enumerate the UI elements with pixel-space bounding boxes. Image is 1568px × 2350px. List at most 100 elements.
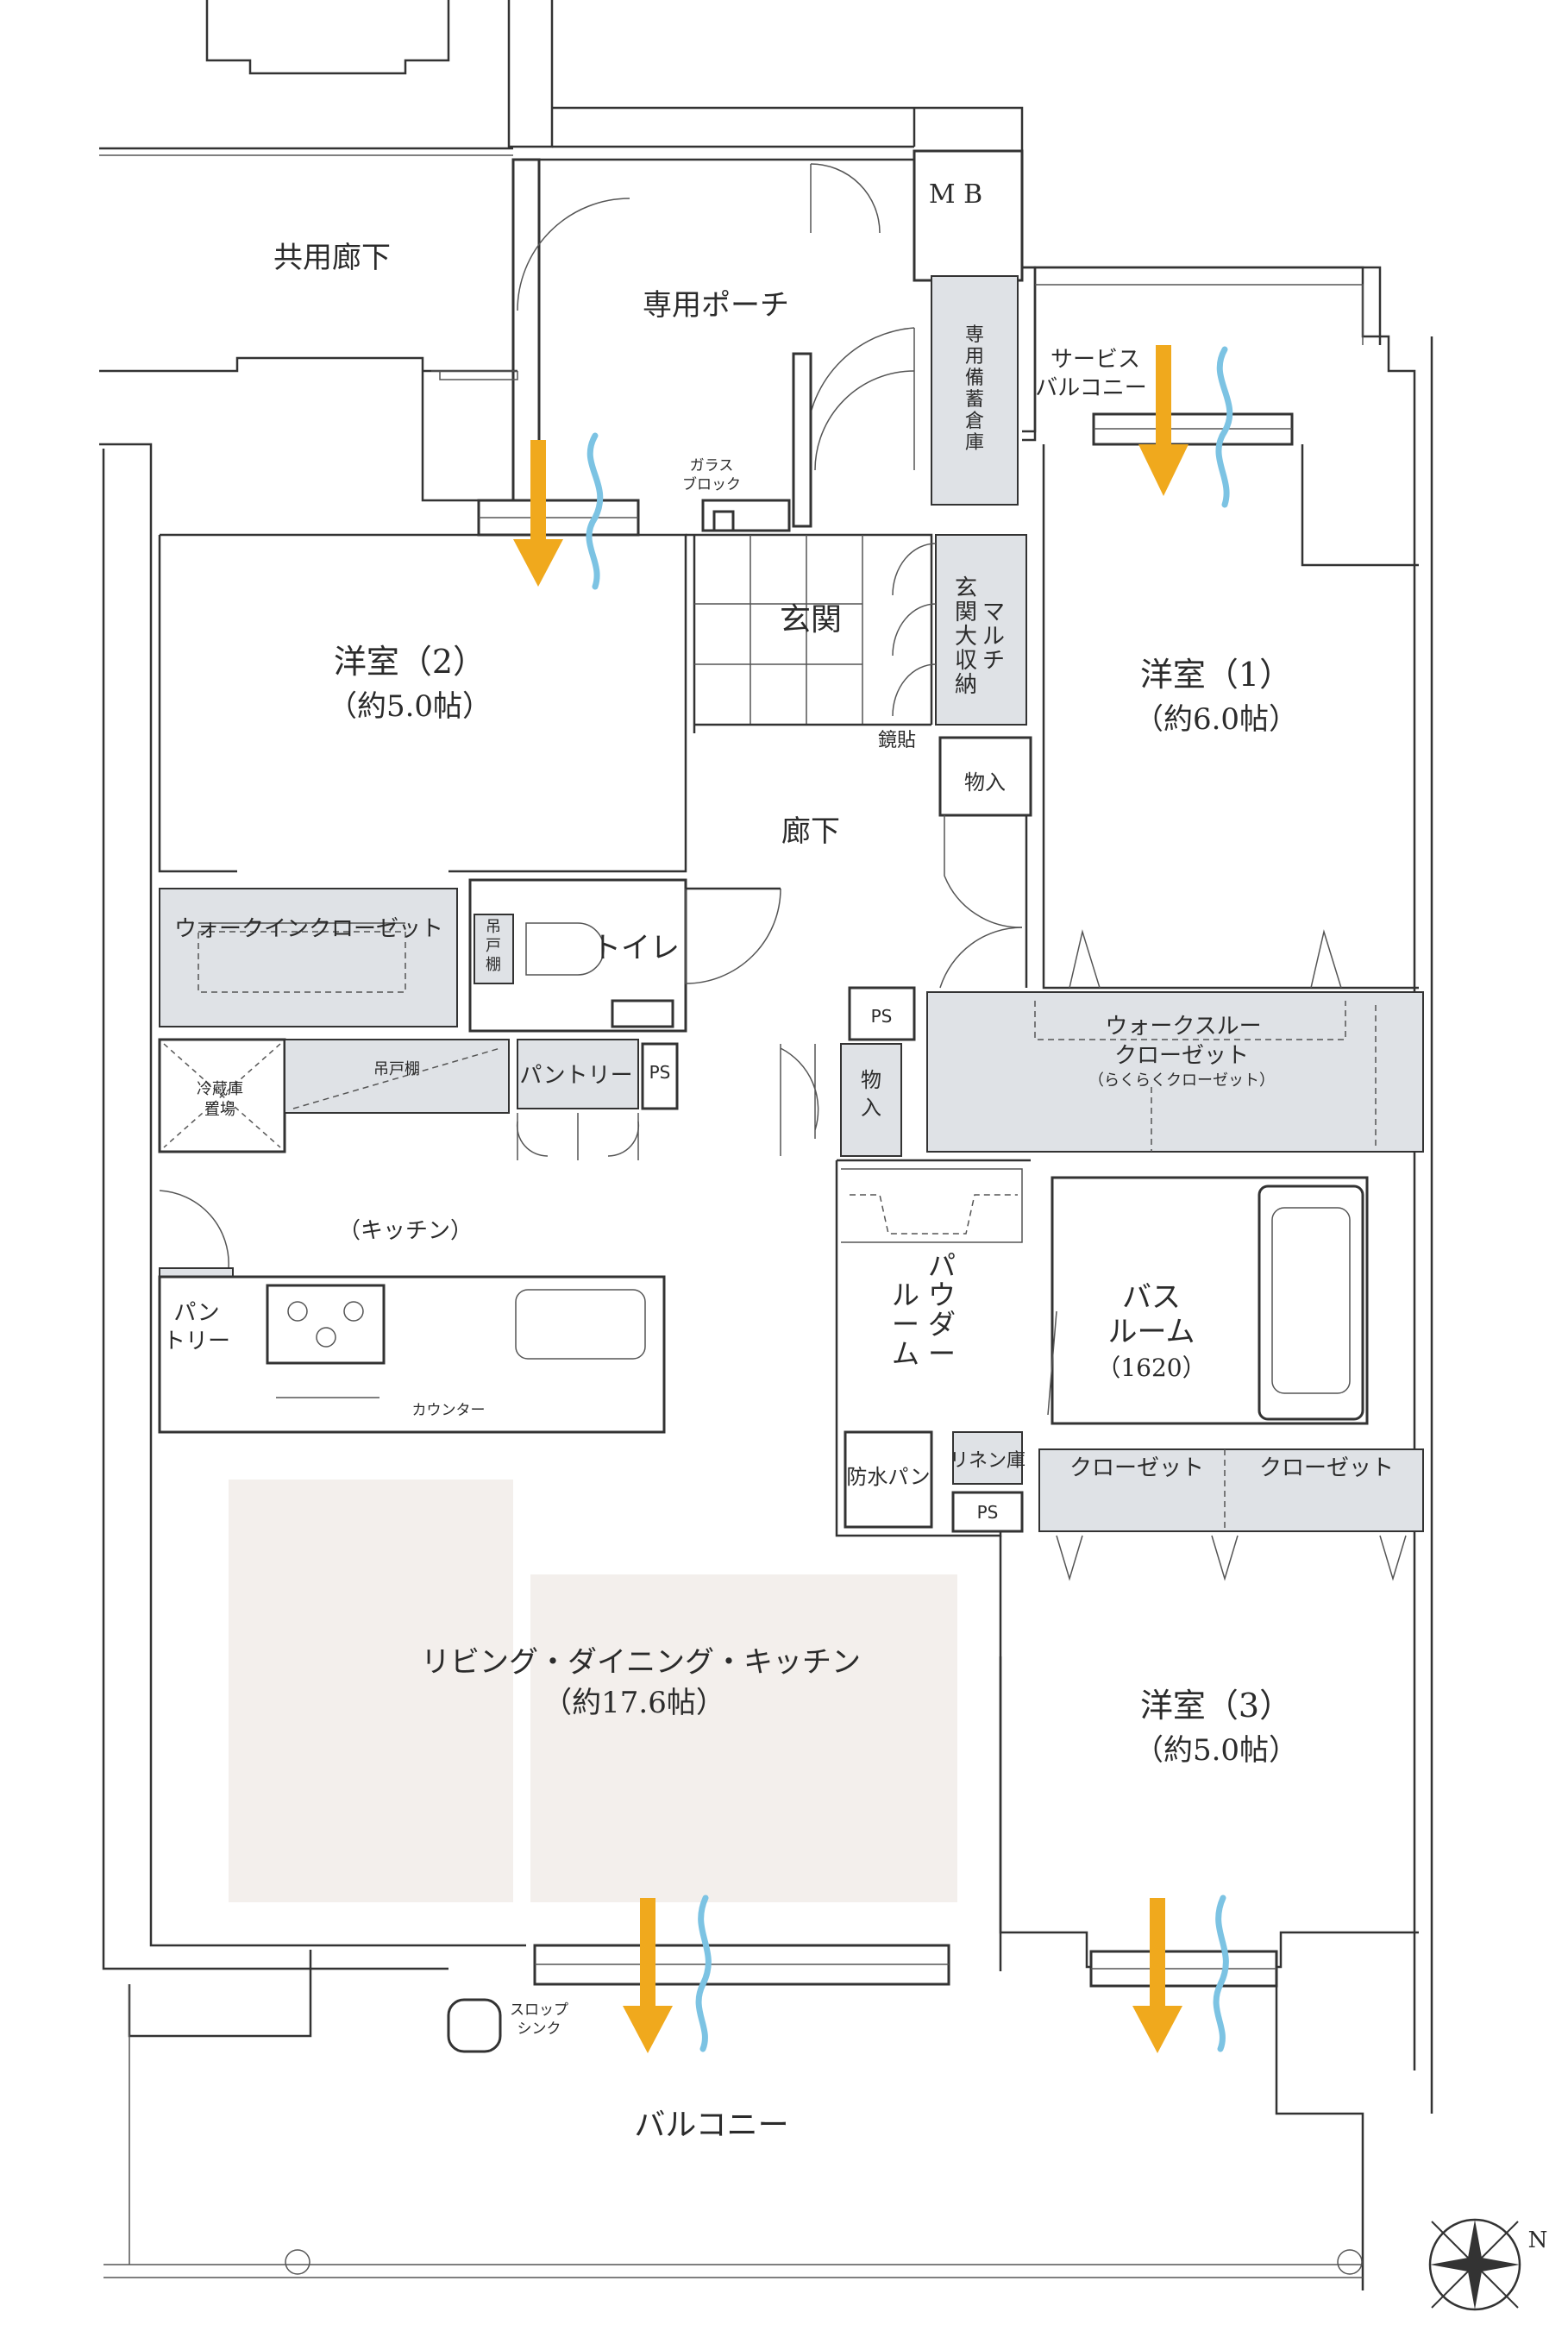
label-balcony: バルコニー xyxy=(634,2108,788,2143)
label-private-storage-c6: 庫 xyxy=(965,432,984,454)
western-room-1 xyxy=(1042,444,1419,990)
ventilation-arrows xyxy=(513,345,1233,2053)
label-kitchen: （キッチン） xyxy=(338,1218,473,1244)
label-multi-storage-c3: 大 xyxy=(955,624,977,650)
glass-block xyxy=(701,499,791,532)
entrance xyxy=(686,533,1027,733)
label-waterproof-pan: 防水パン xyxy=(846,1465,930,1489)
label-private-storage-c3: 備 xyxy=(965,368,984,389)
label-western1-name: 洋室（1） xyxy=(1140,656,1292,694)
wind-arrow-room2 xyxy=(513,432,604,590)
label-hanging-shelf-toilet-c2: 戸 xyxy=(486,937,501,955)
label-storage-mid-2: 入 xyxy=(861,1096,881,1120)
label-pantry-left-2: トリー xyxy=(163,1329,230,1354)
balcony xyxy=(103,1950,1364,2290)
label-hanging-shelf-toilet: 吊 戸 棚 xyxy=(486,918,501,974)
label-counter: カウンター xyxy=(412,1402,486,1419)
label-toilet: トイレ xyxy=(592,931,680,965)
label-private-storage-c5: 倉 xyxy=(965,411,984,432)
wind-arrow-room1 xyxy=(1138,345,1233,508)
label-ldk-name: リビング・ダイニング・キッチン xyxy=(421,1645,861,1680)
toilet xyxy=(468,878,781,1033)
label-western3-size: （約5.0帖） xyxy=(1134,1733,1298,1768)
label-western2-name: 洋室（2） xyxy=(334,643,486,681)
label-closet-right: クローゼット xyxy=(1259,1455,1394,1481)
closets-lower xyxy=(1038,1448,1424,1581)
label-pantry-left-1: パン xyxy=(173,1300,219,1326)
room-labels: 共用廊下 専用ポーチ M B 専 用 備 蓄 倉 庫 サービス バルコニー ガラ… xyxy=(163,179,1547,2253)
label-private-storage: 専 用 備 蓄 倉 庫 xyxy=(965,324,984,454)
label-multi-storage-b3: チ xyxy=(982,648,1005,674)
label-linen: リネン庫 xyxy=(950,1450,1025,1472)
label-hanging-shelf: 吊戸棚 xyxy=(373,1060,420,1078)
label-walkthrough-closet-1: ウォークスルー xyxy=(1105,1014,1261,1040)
label-powder-c3: ダ xyxy=(928,1308,956,1341)
label-glass-block-1: ガラス xyxy=(690,457,734,474)
bathroom xyxy=(1047,1176,1369,1425)
label-bathroom-3: （1620） xyxy=(1096,1354,1206,1382)
label-powder-c7: ム xyxy=(892,1337,919,1370)
kitchen-upper xyxy=(158,1038,679,1160)
label-service-balcony-2: バルコニー xyxy=(1035,375,1146,401)
label-ps-1: PS xyxy=(871,1006,893,1027)
label-storage-mid-1: 物 xyxy=(861,1068,881,1092)
label-private-storage-c2: 用 xyxy=(965,346,984,368)
service-balcony-window xyxy=(1092,412,1294,446)
label-mirror: 鏡貼 xyxy=(878,730,916,751)
label-powder-c6: ー xyxy=(892,1308,919,1341)
label-multi-storage-c5: 納 xyxy=(955,672,977,698)
label-walkthrough-closet-3: （らくらくクローゼット） xyxy=(1088,1071,1275,1090)
label-private-porch: 専用ポーチ xyxy=(643,288,789,323)
label-bathroom-2: ルーム xyxy=(1108,1315,1195,1349)
label-western2-size: （約5.0帖） xyxy=(328,689,492,724)
label-multi-storage: 玄 関 大 収 納 マ ル チ xyxy=(955,575,1005,698)
label-multi-storage-b2: ル xyxy=(982,624,1005,650)
label-hallway: 廊下 xyxy=(781,814,840,849)
ps-storage-mid xyxy=(780,986,916,1157)
label-western1-size: （約6.0帖） xyxy=(1134,702,1298,737)
label-powder-room: パ ウ ダ ー ル ー ム xyxy=(892,1249,956,1370)
label-multi-storage-b1: マ xyxy=(982,600,1005,625)
label-private-storage-c1: 専 xyxy=(965,324,984,346)
exterior-walls xyxy=(99,0,1433,2114)
label-multi-storage-c4: 収 xyxy=(955,648,977,674)
label-north: N xyxy=(1528,2227,1548,2253)
label-entrance: 玄関 xyxy=(780,602,842,638)
label-multi-storage-c2: 関 xyxy=(955,600,977,625)
label-walkin-closet: ウォークインクローゼット xyxy=(174,916,443,942)
label-walkthrough-closet-2: クローゼット xyxy=(1114,1043,1249,1069)
label-fridge-2: 置場 xyxy=(204,1101,235,1119)
label-fridge-1: 冷蔵庫 xyxy=(197,1080,243,1098)
walkin-closet xyxy=(159,888,458,1027)
wind-arrow-ldk xyxy=(623,1894,712,2053)
porch-area xyxy=(423,149,1024,528)
label-slop-sink-1: スロップ xyxy=(510,2001,568,2019)
compass-icon xyxy=(1428,2218,1521,2311)
label-powder-c1: パ xyxy=(928,1249,956,1282)
label-ps-3: PS xyxy=(977,1502,999,1523)
label-ldk-size: （約17.6帖） xyxy=(543,1686,725,1720)
label-mb: M B xyxy=(929,179,982,210)
label-slop-sink-2: シンク xyxy=(517,2020,561,2038)
kitchen xyxy=(158,1190,666,1434)
western-room-2 xyxy=(158,499,687,873)
label-powder-c4: ー xyxy=(928,1337,956,1370)
label-glass-block-2: ブロック xyxy=(682,475,741,493)
label-powder-c2: ウ xyxy=(928,1279,956,1311)
label-multi-storage-c1: 玄 xyxy=(955,575,977,601)
label-service-balcony-1: サービス xyxy=(1051,347,1140,373)
label-bathroom-1: バス xyxy=(1122,1280,1181,1315)
wind-arrow-room3 xyxy=(1132,1894,1229,2053)
walkthrough-closet xyxy=(926,991,1424,1153)
label-closet-left: クローゼット xyxy=(1069,1455,1204,1481)
label-western3-name: 洋室（3） xyxy=(1140,1687,1292,1725)
hallway xyxy=(938,736,1032,989)
label-common-corridor: 共用廊下 xyxy=(273,241,391,275)
label-powder-c5: ル xyxy=(892,1279,919,1311)
label-storage-top: 物入 xyxy=(964,770,1006,795)
label-hanging-shelf-toilet-c1: 吊 xyxy=(486,918,501,936)
label-pantry-top: パントリー xyxy=(519,1063,632,1089)
label-ps-2: PS xyxy=(649,1062,671,1083)
powder-room xyxy=(835,1159,1031,1537)
